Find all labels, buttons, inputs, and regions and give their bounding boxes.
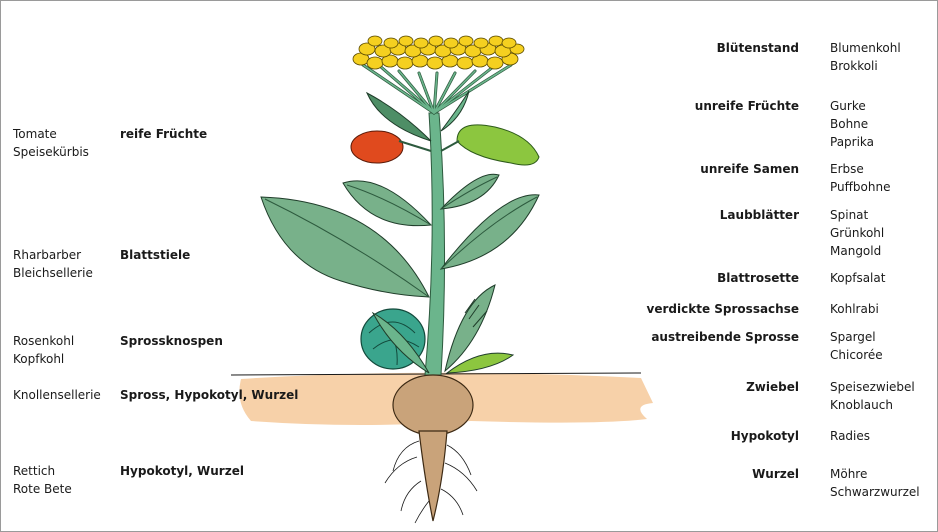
plant-part-label: Hypokotyl — [731, 427, 799, 445]
right-examples: Speisezwiebel Knoblauch — [830, 378, 915, 414]
tomato — [351, 131, 403, 163]
left-examples: Tomate Speisekürbis — [13, 125, 117, 161]
example-text: Kohlrabi — [830, 300, 879, 318]
right-examples: Erbse Puffbohne — [830, 160, 890, 196]
taproot — [419, 431, 447, 521]
example-text: Gurke — [830, 97, 874, 115]
example-text: Kopfsalat — [830, 269, 885, 287]
left-examples: Rettich Rote Bete — [13, 462, 117, 498]
right-examples: Spargel Chicorée — [830, 328, 883, 364]
plant-part-label: verdickte Sprossachse — [647, 300, 799, 318]
left-examples: Rosenkohl Kopfkohl — [13, 332, 117, 368]
example-text: Tomate — [13, 125, 117, 143]
example-text: Erbse — [830, 160, 890, 178]
plant-part-label: Blütenstand — [717, 39, 799, 57]
example-text: Grünkohl — [830, 224, 884, 242]
plant-part-label: Spross, Hypokotyl, Wurzel — [120, 386, 298, 404]
right-examples: Spinat Grünkohl Mangold — [830, 206, 884, 260]
plant-part-label: unreife Samen — [700, 160, 799, 178]
plant-part-label: Blattstiele — [120, 246, 190, 264]
example-text: Rharbarber — [13, 246, 117, 264]
mid-left-leaf — [343, 181, 431, 226]
plant-part-label: Sprossknospen — [120, 332, 223, 350]
example-text: Schwarzwurzel — [830, 483, 920, 501]
right-examples: Kopfsalat — [830, 269, 885, 287]
bean — [457, 125, 539, 165]
example-text: Bohne — [830, 115, 874, 133]
example-text: Paprika — [830, 133, 874, 151]
plant-part-label: Hypokotyl, Wurzel — [120, 462, 244, 480]
example-text: Rettich — [13, 462, 117, 480]
right-examples: Radies — [830, 427, 870, 445]
example-text: Rote Bete — [13, 480, 117, 498]
plant-part-label: unreife Früchte — [695, 97, 799, 115]
example-text: Puffbohne — [830, 178, 890, 196]
plant-part-label: Blattrosette — [717, 269, 799, 287]
left-examples: Rharbarber Bleichsellerie — [13, 246, 117, 282]
flower-head — [353, 36, 524, 69]
main-stem — [425, 113, 445, 375]
plant-part-label: Laubblätter — [720, 206, 799, 224]
right-examples: Blumenkohl Brokkoli — [830, 39, 901, 75]
plant-part-label: austreibende Sprosse — [651, 328, 799, 346]
example-text: Speisezwiebel — [830, 378, 915, 396]
example-text: Spargel — [830, 328, 883, 346]
example-text: Rosenkohl — [13, 332, 117, 350]
right-examples: Möhre Schwarzwurzel — [830, 465, 920, 501]
example-text: Radies — [830, 427, 870, 445]
example-text: Knoblauch — [830, 396, 915, 414]
example-text: Bleichsellerie — [13, 264, 117, 282]
plant-part-label: reife Früchte — [120, 125, 207, 143]
right-examples: Gurke Bohne Paprika — [830, 97, 874, 151]
tuber — [393, 375, 473, 435]
example-text: Brokkoli — [830, 57, 901, 75]
example-text: Möhre — [830, 465, 920, 483]
right-examples: Kohlrabi — [830, 300, 879, 318]
example-text: Chicorée — [830, 346, 883, 364]
example-text: Kopfkohl — [13, 350, 117, 368]
left-examples: Knollensellerie — [13, 386, 117, 404]
plant-part-label: Wurzel — [752, 465, 799, 483]
example-text: Spinat — [830, 206, 884, 224]
example-text: Knollensellerie — [13, 386, 117, 404]
example-text: Speisekürbis — [13, 143, 117, 161]
example-text: Blumenkohl — [830, 39, 901, 57]
example-text: Mangold — [830, 242, 884, 260]
plant-part-label: Zwiebel — [746, 378, 799, 396]
